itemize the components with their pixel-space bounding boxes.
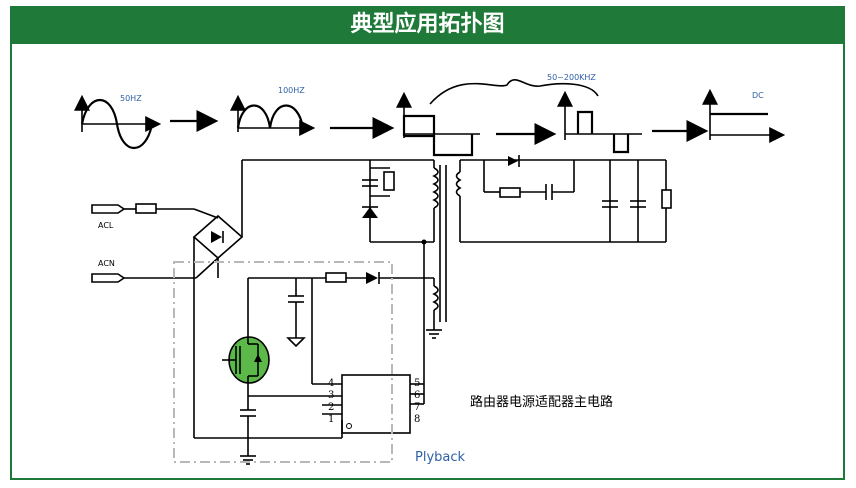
waveform-ac: 50HZ	[74, 94, 162, 150]
ac-freq-label: 50HZ	[120, 94, 142, 103]
page-title: 典型应用拓扑图	[10, 6, 845, 44]
ic-pin-1: 1	[328, 414, 334, 425]
acl-label: ACL	[98, 221, 114, 230]
acn-label: ACN	[98, 259, 115, 268]
pwm-freq-label: 50~200KHZ	[547, 73, 596, 82]
auxiliary-circuit	[248, 272, 442, 385]
circuit-caption: 路由器电源适配器主电路	[470, 394, 613, 410]
ic-pin-3: 3	[328, 390, 334, 401]
controller-ic: 4 3 2 1 5 6 7 8	[194, 370, 425, 465]
topology-label: Plyback	[415, 450, 466, 465]
mosfet	[222, 278, 270, 396]
ic-pin-4: 4	[328, 378, 334, 389]
ic-pin-2: 2	[328, 402, 334, 413]
ic-pin-7: 7	[414, 402, 420, 413]
controller-boundary	[173, 261, 393, 463]
waveform-pwm: 50~200KHZ	[396, 73, 599, 157]
waveform-dc: DC	[702, 88, 786, 143]
dc-label: DC	[752, 91, 764, 100]
bridge-rectifier	[192, 160, 244, 438]
ic-pin-6: 6	[414, 390, 420, 401]
rect-freq-label: 100HZ	[278, 86, 305, 95]
secondary-circuit	[455, 155, 672, 243]
ic-pin-8: 8	[414, 414, 420, 425]
waveform-rectified: 100HZ	[230, 86, 316, 136]
acl-input: ACL	[91, 203, 219, 230]
waveform-pulse	[557, 90, 642, 154]
primary-circuit	[242, 159, 447, 370]
ic-pin-5: 5	[414, 378, 420, 389]
